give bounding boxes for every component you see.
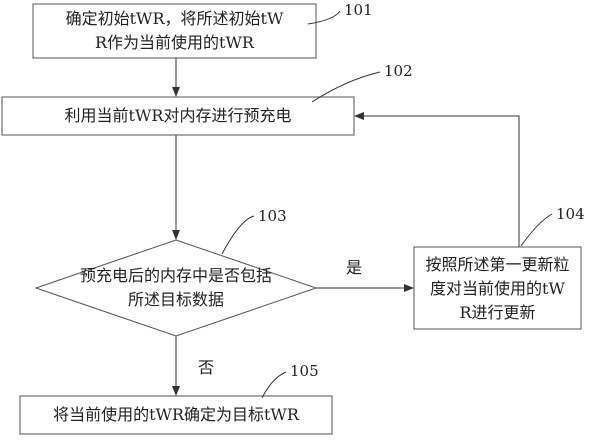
callout-102 [311, 71, 381, 103]
step-102-box [1, 96, 355, 136]
step-103-text: 预充电后的内存中是否包括 所述目标数据 [56, 264, 296, 312]
step-105-text: 将当前使用的tWR确定为目标tWR [53, 405, 299, 424]
callout-101 [307, 10, 341, 25]
callout-105 [261, 371, 287, 399]
step-105-number: 105 [290, 362, 319, 380]
branch-yes-label: 是 [346, 258, 363, 277]
step-103-number: 103 [258, 207, 287, 225]
step-104-line1: 按照所述第一更新粒 [425, 255, 570, 274]
step-105-box [19, 395, 333, 435]
step-104-box [413, 246, 582, 330]
arrow-104-to-102 [354, 112, 520, 247]
step-101-line2: R作为当前使用的tWR [95, 33, 254, 52]
step-101-number: 101 [344, 1, 373, 19]
step-103-line1: 预充电后的内存中是否包括 [79, 266, 272, 285]
step-102-text: 利用当前tWR对内存进行预充电 [64, 106, 292, 125]
step-104-line3: R进行更新 [459, 303, 536, 322]
branch-no-label: 否 [198, 358, 215, 377]
callout-103 [221, 215, 255, 255]
step-104-text: 按照所述第一更新粒 度对当前使用的tW R进行更新 [414, 253, 581, 325]
step-101-text: 确定初始tWR，将所述初始tW R作为当前使用的tWR [33, 7, 316, 55]
step-104-number: 104 [556, 205, 585, 223]
callout-104 [520, 213, 553, 247]
step-104-line2: 度对当前使用的tW [430, 279, 565, 298]
step-103-line2: 所述目标数据 [127, 290, 224, 309]
step-102-number: 102 [384, 62, 413, 80]
step-101-line1: 确定初始tWR，将所述初始tW [65, 9, 284, 28]
step-101-box [32, 3, 317, 59]
